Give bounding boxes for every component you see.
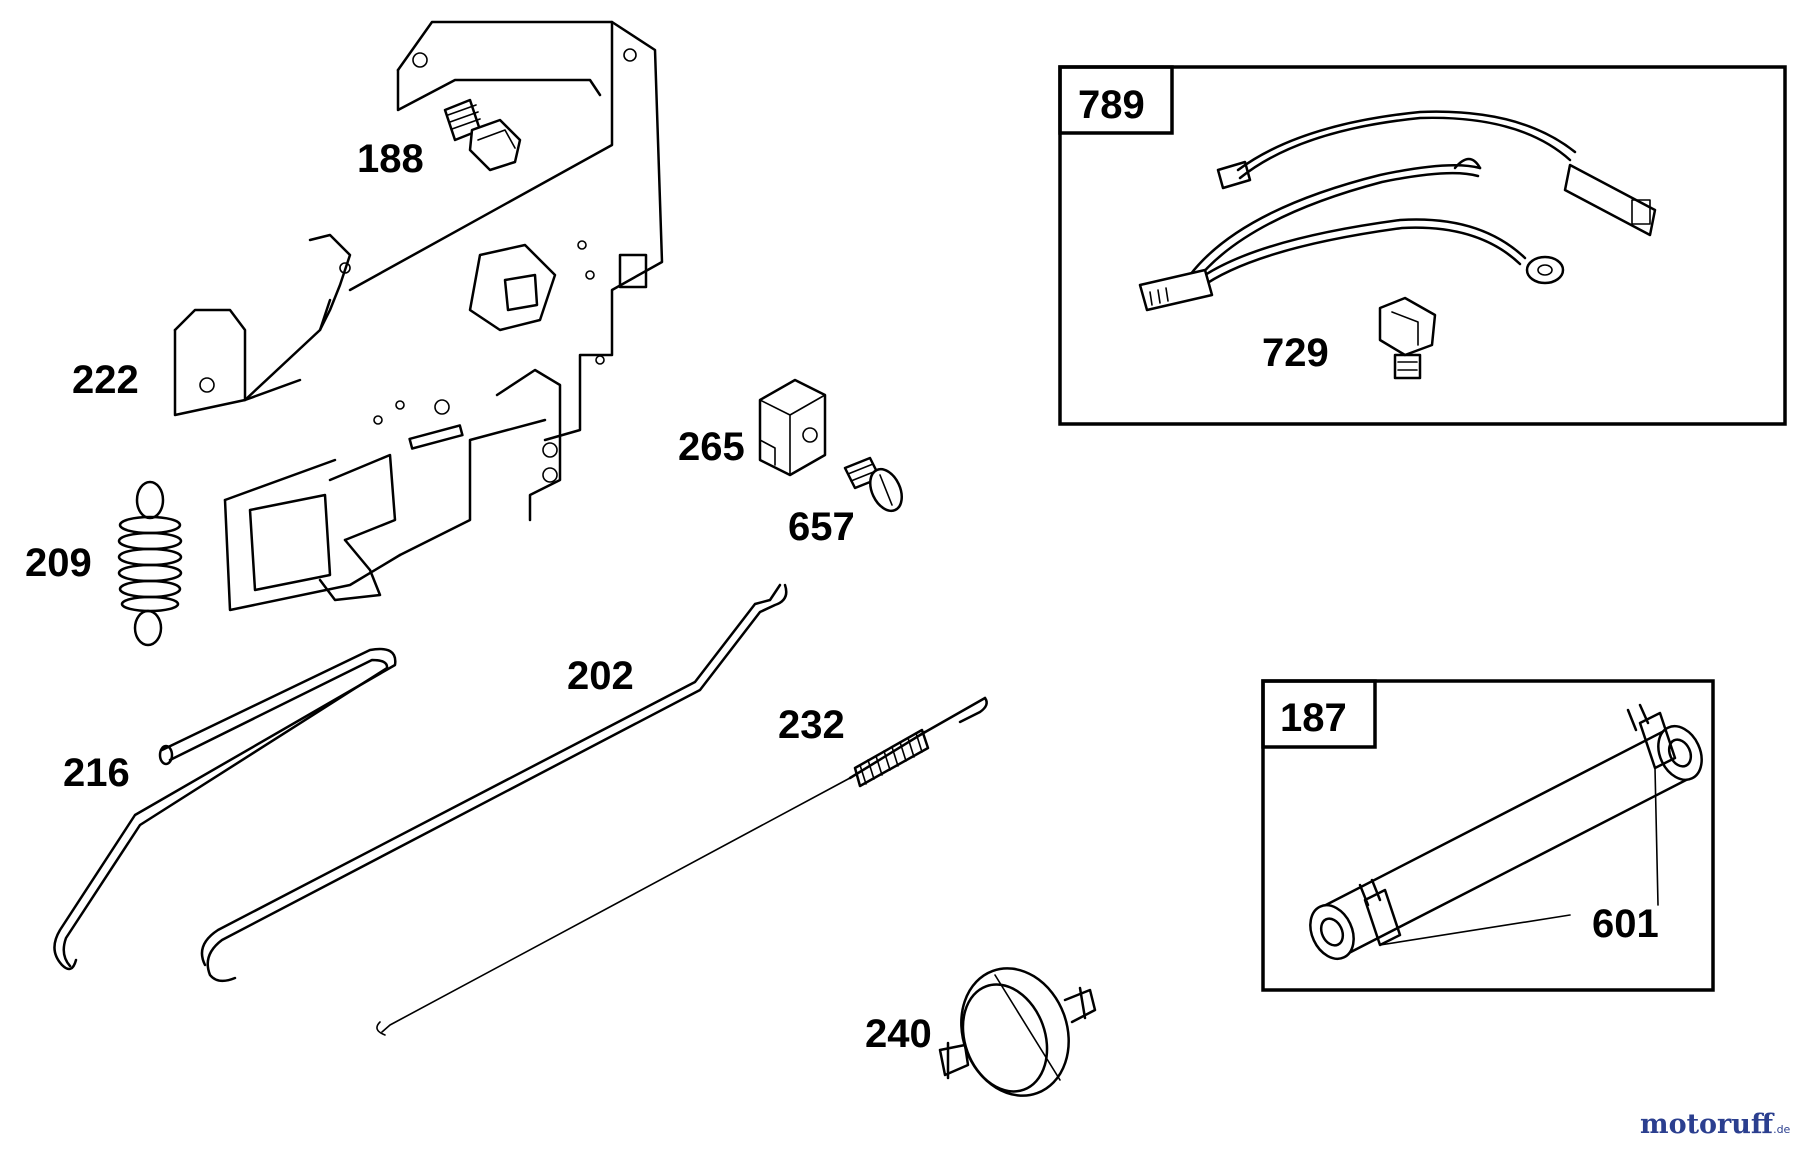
- watermark-logo: motoruff.de: [1640, 1109, 1791, 1140]
- label-601: 601: [1592, 902, 1659, 946]
- part-labels: 188 222 209 216 202 232 265 657 240 789 …: [25, 83, 1659, 1056]
- watermark-suffix: .de: [1773, 1123, 1790, 1136]
- label-729: 729: [1262, 331, 1329, 375]
- control-bracket-222: [173, 20, 664, 612]
- watermark-text: motoruf: [1640, 1109, 1775, 1140]
- label-240: 240: [865, 1012, 932, 1056]
- bolt-188: [443, 98, 522, 172]
- label-188: 188: [357, 137, 424, 181]
- coil-232: [848, 728, 930, 788]
- label-657: 657: [788, 505, 855, 549]
- label-216: 216: [63, 751, 130, 795]
- kit-187: [1261, 679, 1715, 992]
- block-265: [758, 378, 827, 477]
- label-202: 202: [567, 654, 634, 698]
- kit-label-789: 789: [1078, 83, 1145, 127]
- clip-729: [1378, 296, 1437, 380]
- kit-789: [1058, 65, 1787, 426]
- fuel-hose: [1309, 703, 1703, 960]
- kit-label-187: 187: [1280, 696, 1347, 740]
- leader-lines-601: [1379, 767, 1659, 946]
- rod-202: [200, 583, 788, 983]
- label-209: 209: [25, 541, 92, 585]
- link-232: [376, 696, 988, 1036]
- label-222: 222: [72, 358, 139, 402]
- wire-harness: [1138, 110, 1657, 312]
- svg-text:motoruff.de: motoruff.de: [1640, 1109, 1791, 1140]
- rod-216: [53, 647, 397, 971]
- screw-657: [843, 456, 903, 513]
- spring-209: [117, 480, 183, 647]
- label-232: 232: [778, 703, 845, 747]
- label-265: 265: [678, 425, 745, 469]
- fuel-filter-240: [938, 967, 1097, 1097]
